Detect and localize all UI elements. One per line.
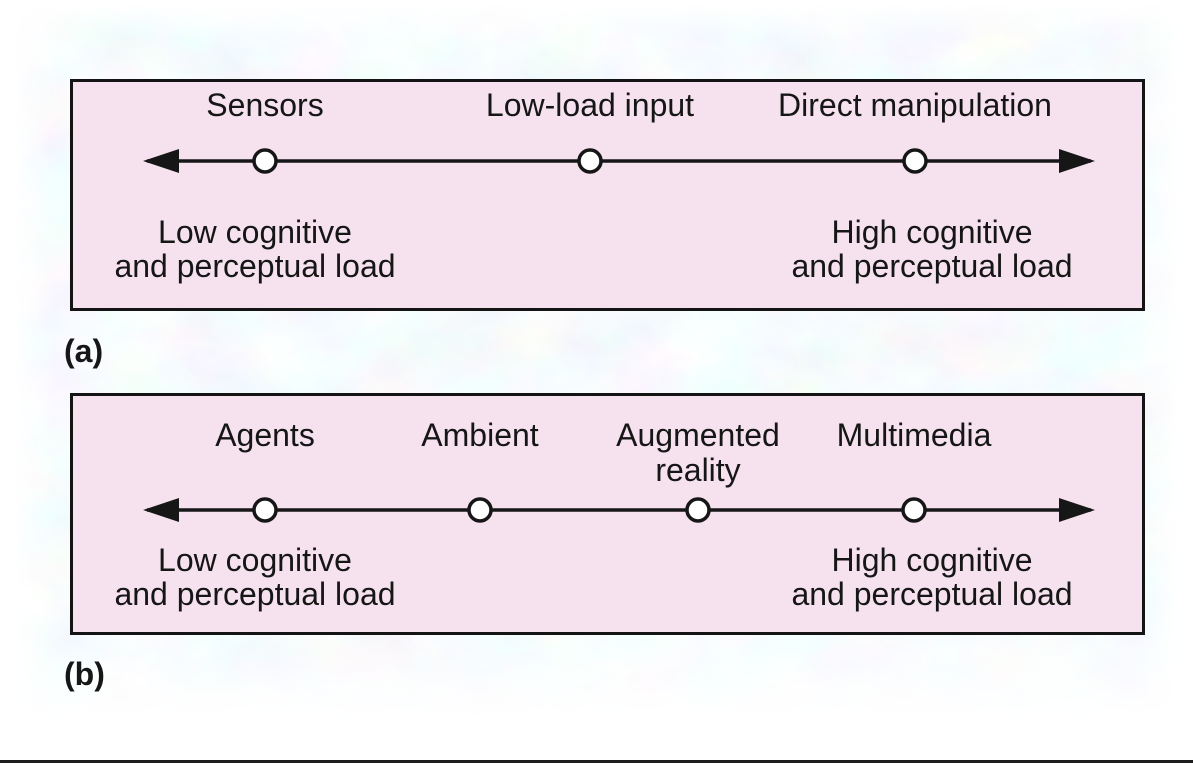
right-arrowhead-icon (1059, 149, 1095, 173)
point-label: Low-load input (486, 88, 694, 123)
point-marker (252, 497, 278, 523)
panel-b-spectrum-arrow (143, 497, 1095, 523)
point-label: Agents (215, 418, 315, 453)
point-marker (252, 148, 278, 174)
end-label-line: Low cognitive (158, 542, 352, 578)
end-label-line: and perceptual load (114, 248, 396, 284)
panel-a-low-load-label: Low cognitive and perceptual load (85, 215, 425, 283)
panel-b-low-load-label: Low cognitive and perceptual load (85, 543, 425, 611)
point-label: Sensors (206, 88, 323, 123)
point-label-line: Low-load input (485, 87, 695, 123)
end-label-line: and perceptual load (791, 576, 1073, 612)
point-label-line: Augmented (616, 417, 780, 453)
point-marker (577, 148, 603, 174)
left-arrowhead-icon (143, 149, 179, 173)
end-label-line: High cognitive (831, 542, 1033, 578)
end-label-line: High cognitive (831, 214, 1033, 250)
panel-a-caption: (a) (64, 333, 104, 369)
point-label: Direct manipulation (778, 88, 1052, 123)
point-label-line: Agents (215, 417, 315, 453)
end-label-line: Low cognitive (158, 214, 352, 250)
point-label-line: reality (655, 452, 741, 488)
point-label: Ambient (421, 418, 538, 453)
end-label-line: and perceptual load (114, 576, 396, 612)
point-marker (901, 497, 927, 523)
panel-a: Sensors Low-load input Direct manipulation… (70, 79, 1145, 311)
point-label: Multimedia (837, 418, 992, 453)
panel-a-high-load-label: High cognitive and perceptual load (762, 215, 1102, 283)
panel-a-spectrum-arrow (143, 148, 1095, 174)
point-label-line: Ambient (421, 417, 539, 453)
right-arrowhead-icon (1059, 498, 1095, 522)
point-marker (467, 497, 493, 523)
point-marker (902, 148, 928, 174)
left-arrowhead-icon (143, 498, 179, 522)
bottom-rule (0, 760, 1193, 763)
point-label-line: Sensors (206, 87, 324, 123)
panel-b-caption: (b) (64, 656, 105, 692)
point-label-line: Multimedia (836, 417, 992, 453)
point-marker (685, 497, 711, 523)
panel-b-high-load-label: High cognitive and perceptual load (762, 543, 1102, 611)
end-label-line: and perceptual load (791, 248, 1073, 284)
point-label-line: Direct manipulation (778, 87, 1052, 123)
